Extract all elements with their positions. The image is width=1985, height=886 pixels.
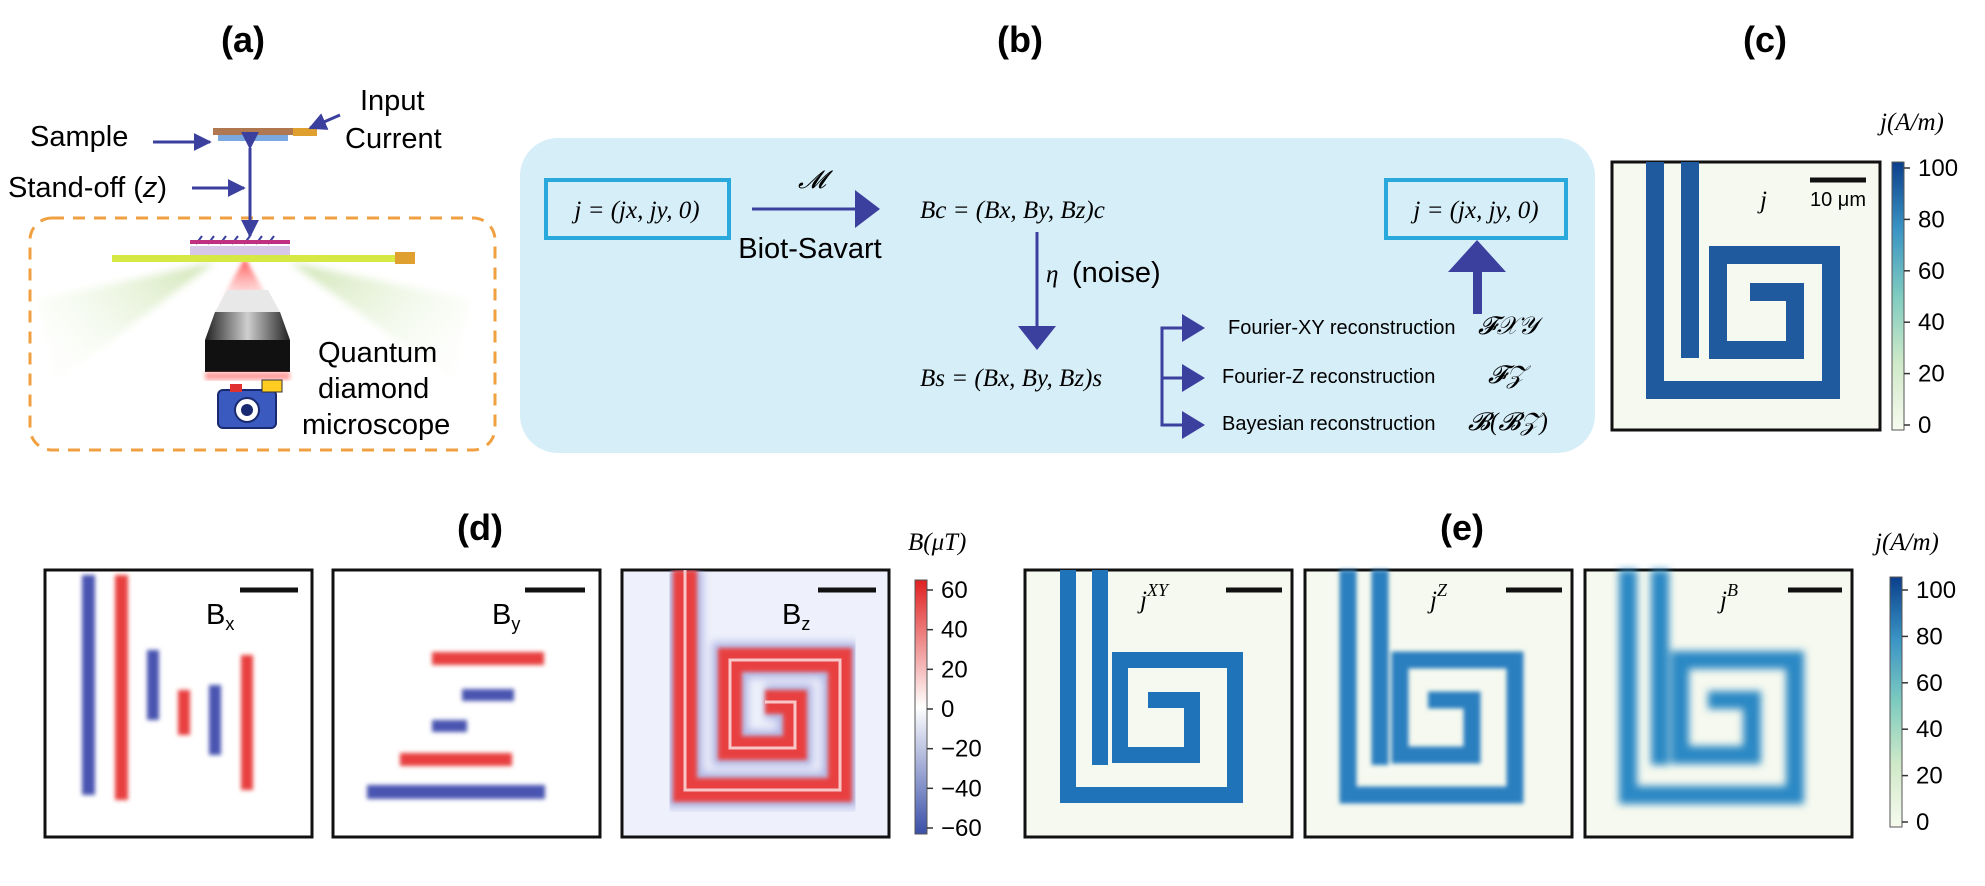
panel-c-map: j 10 μm j(A/m): [1610, 109, 1944, 432]
cbar-c-tick: 100: [1918, 155, 1958, 182]
panel-c-j-label: j: [1757, 187, 1767, 214]
diamond-rail: [112, 255, 412, 262]
cbar-c-tick: 0: [1918, 412, 1931, 439]
output-j-box: [1384, 178, 1568, 240]
cbar-d: [914, 579, 928, 835]
panel-label-e: (e): [1440, 507, 1484, 548]
map-jb: jB: [1583, 568, 1854, 839]
cbar-d-title: B(μT): [908, 529, 966, 556]
map-bz: Bz: [620, 568, 891, 839]
label-bx: Bx: [206, 599, 234, 634]
map-by: By: [331, 568, 602, 839]
map-bx: Bx: [43, 568, 314, 839]
recon-b-label: Bayesian reconstruction: [1222, 413, 1435, 435]
eta-symbol: η: [1046, 261, 1058, 288]
qdm-dashed-box: [28, 216, 497, 452]
panel-label-d: (d): [457, 507, 503, 548]
objective-lens: [215, 290, 280, 312]
panel-label-b: (b): [997, 19, 1043, 60]
flow-background: [520, 138, 1595, 453]
map-jxy: jXY: [1023, 568, 1294, 839]
noise-label: (noise): [1072, 257, 1161, 289]
cbar-c-tick: 40: [1918, 309, 1945, 336]
label-bz: Bz: [782, 599, 810, 634]
input-wire: [293, 128, 317, 136]
cbar-c-tick: 80: [1918, 206, 1945, 233]
recon-xy-label: Fourier-XY reconstruction: [1228, 317, 1456, 339]
green-light-left: [38, 262, 215, 382]
label-jb: jB: [1717, 580, 1738, 614]
rail-end-right: [395, 252, 415, 264]
bs-text: Bs = (Bx, By, Bz)s: [920, 365, 1102, 392]
diamond-plate: [190, 246, 290, 255]
cbar-e-tick: 20: [1916, 763, 1943, 790]
sample-plate: [213, 128, 293, 135]
standoff-label: Stand-off (z): [8, 172, 167, 204]
cbar-d-tick: 40: [941, 617, 968, 644]
panel-e-maps: jXY jZ jB j(A/m): [1023, 529, 1939, 839]
setup-schematic: Sample Input Current Stand-off (z) Quant…: [8, 85, 497, 452]
input-j-text: j = (jx, jy, 0): [571, 197, 699, 224]
cbar-c-tick: 20: [1918, 361, 1945, 388]
sample-label: Sample: [30, 121, 128, 153]
reconstruction-flow: j = (jx, jy, 0) 𝓜 Biot-Savart Bc = (Bx, …: [520, 138, 1595, 453]
cbar-c-title: j(A/m): [1877, 109, 1944, 136]
output-j-text: j = (jx, jy, 0): [1410, 197, 1538, 224]
cbar-e: [1889, 576, 1903, 828]
qdm-label-2: diamond: [318, 373, 429, 405]
panel-d-maps: Bx By Bz B(μT): [43, 529, 966, 839]
cbar-e-tick: 100: [1916, 577, 1956, 604]
label-by: By: [492, 599, 520, 634]
colorbar-ticks: 100 80 60 40 20 0 60 40 20 0 −20 −40 −60 100 80 60 40 20 0: [927, 155, 1958, 842]
cbar-e-tick: 0: [1916, 809, 1929, 836]
recon-z-symbol: 𝓕𝒵: [1488, 362, 1531, 389]
cbar-e-title: j(A/m): [1872, 529, 1939, 556]
cbar-c-tick: 60: [1918, 258, 1945, 285]
cbar-d-tick: −60: [941, 815, 982, 842]
qdm-label-3: microscope: [302, 409, 450, 441]
recon-xy-symbol: 𝓕𝒳𝒴: [1478, 313, 1544, 340]
output-arrow-shaft: [1473, 268, 1482, 314]
green-light-right: [290, 262, 470, 382]
objective-body: [205, 340, 290, 372]
cbar-e-tick: 40: [1916, 716, 1943, 743]
bc-text: Bc = (Bx, By, Bz)c: [920, 197, 1105, 224]
map-jz: jZ: [1303, 568, 1574, 839]
recon-b-symbol: 𝓑(𝓑𝒵): [1468, 409, 1548, 436]
output-arrow-head: [1448, 240, 1506, 272]
biot-savart-label: Biot-Savart: [738, 233, 881, 265]
recon-z-label: Fourier-Z reconstruction: [1222, 366, 1435, 388]
cbar-d-tick: −40: [941, 775, 982, 802]
input-current-label-1: Input: [360, 85, 425, 117]
panel-label-a: (a): [221, 19, 265, 60]
cbar-e-tick: 80: [1916, 623, 1943, 650]
spiral-current: [1646, 162, 1840, 399]
qdm-label-1: Quantum: [318, 337, 437, 369]
cbar-e-tick: 60: [1916, 670, 1943, 697]
cbar-d-tick: −20: [941, 736, 982, 763]
label-jxy: jXY: [1137, 580, 1170, 614]
scalebar-c-label: 10 μm: [1810, 189, 1866, 211]
camera-icon: [217, 379, 283, 429]
cbar-c: [1891, 161, 1905, 431]
input-j-box: [544, 178, 731, 240]
panel-label-c: (c): [1743, 19, 1787, 60]
cbar-d-tick: 60: [941, 577, 968, 604]
input-current-label-2: Current: [345, 123, 442, 155]
cbar-d-tick: 0: [941, 696, 954, 723]
label-jz: jZ: [1427, 580, 1448, 614]
branch-lines: [1160, 326, 1185, 427]
cbar-d-tick: 20: [941, 656, 968, 683]
